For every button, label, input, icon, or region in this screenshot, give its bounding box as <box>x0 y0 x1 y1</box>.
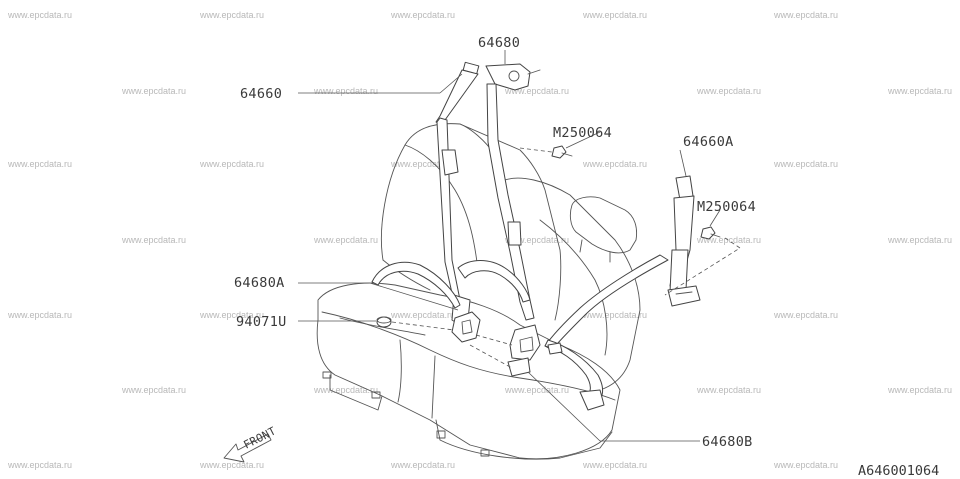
bolt-right <box>700 226 721 240</box>
front-label: FRONT <box>241 424 278 451</box>
callout-94071u: 94071U <box>236 314 287 330</box>
belt-right-assembly <box>544 175 701 411</box>
belt-center-assembly <box>451 63 541 377</box>
seat-cushion <box>316 282 621 460</box>
bolt-center <box>551 145 573 159</box>
bushing <box>376 316 392 328</box>
seat-back <box>381 123 641 391</box>
callout-64680: 64680 <box>478 35 520 51</box>
callout-64680a: 64680A <box>234 275 285 291</box>
diagram-code: A646001064 <box>858 463 939 479</box>
front-direction-arrow: FRONT <box>223 424 278 463</box>
callout-m250064-center: M250064 <box>553 125 612 141</box>
callout-64660: 64660 <box>240 86 282 102</box>
callout-64660a: 64660A <box>683 134 734 150</box>
belt-left-assembly <box>371 61 480 326</box>
callout-m250064-right: M250064 <box>697 199 756 215</box>
leader-lines <box>298 50 741 442</box>
callout-64680b: 64680B <box>702 434 753 450</box>
